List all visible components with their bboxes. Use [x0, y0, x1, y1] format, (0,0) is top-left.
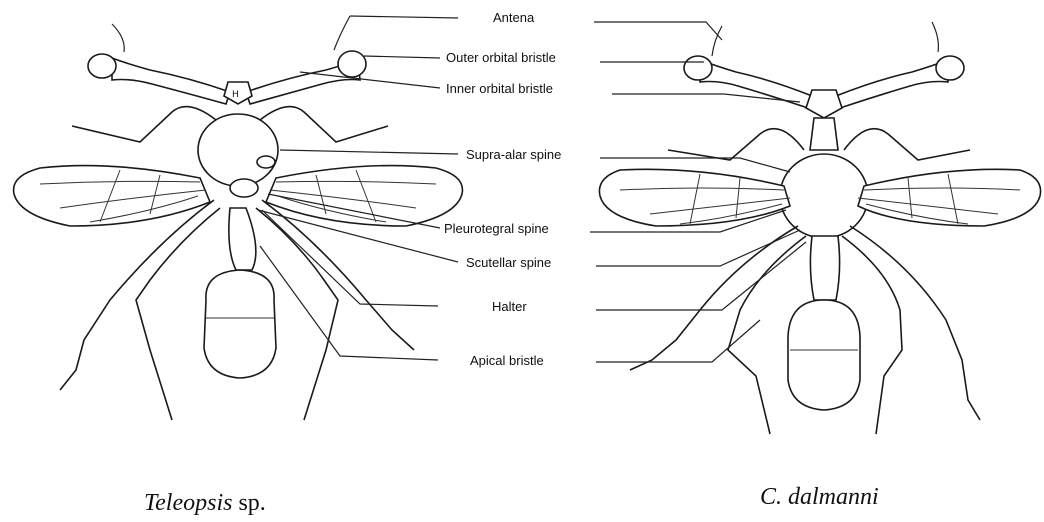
label-outer-orbital-bristle: Outer orbital bristle [446, 50, 556, 65]
label-inner-orbital-bristle: Inner orbital bristle [446, 81, 553, 96]
label-supra-alar-spine: Supra-alar spine [466, 147, 561, 162]
teleopsis-illustration: H [14, 16, 463, 420]
caption-teleopsis-suffix: sp. [232, 490, 265, 516]
label-antena: Antena [493, 10, 535, 25]
label-pleurotegral-spine: Pleurotegral spine [444, 221, 549, 236]
label-scutellar-spine: Scutellar spine [466, 255, 551, 270]
caption-c-dalmanni: C. dalmanni [760, 484, 879, 510]
head-marker: H [232, 90, 239, 100]
caption-teleopsis: Teleopsis sp. [144, 490, 266, 516]
dalmanni-illustration [599, 22, 1040, 434]
label-apical-bristle: Apical bristle [470, 353, 544, 368]
caption-teleopsis-genus: Teleopsis [144, 490, 232, 516]
label-halter: Halter [492, 299, 527, 314]
